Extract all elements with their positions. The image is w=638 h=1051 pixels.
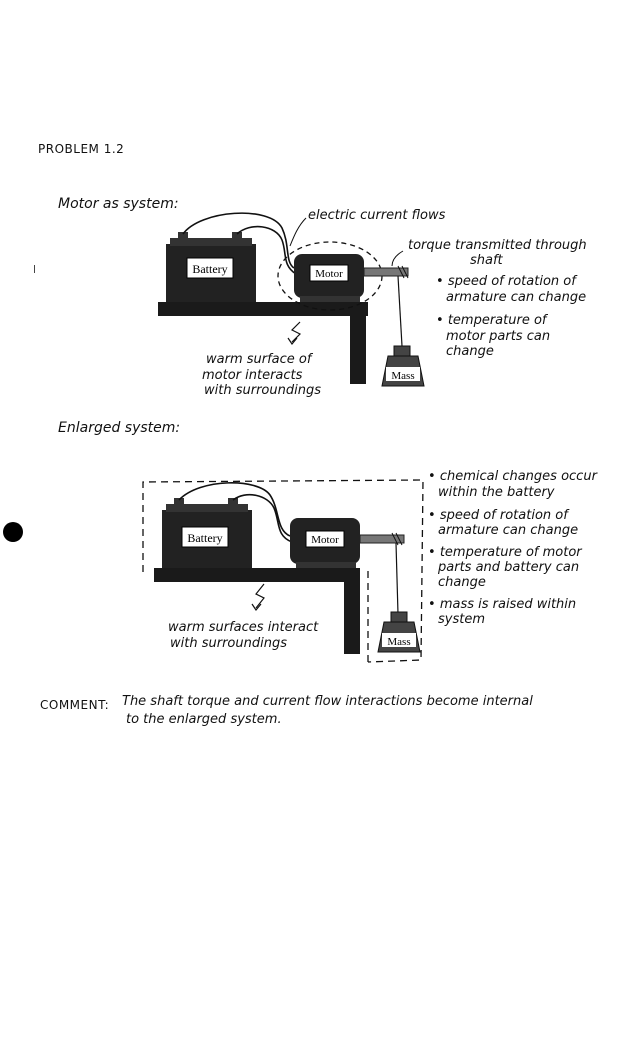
shaft-1: [363, 267, 409, 277]
table-2: [154, 568, 360, 654]
comment-text-line2: to the enlarged system.: [126, 712, 282, 727]
punch-hole-dot: [3, 522, 23, 542]
bullet-1-1-line2: armature can change: [446, 290, 587, 305]
mass-2: [377, 611, 421, 653]
heat-note-2-line2: with surroundings: [170, 636, 287, 651]
bullet-mark: •: [428, 469, 440, 484]
problem-title: PROBLEM 1.2: [38, 142, 125, 156]
comment-label: COMMENT:: [40, 698, 110, 712]
mass-label-1: Mass: [391, 370, 414, 382]
table-1: [158, 302, 368, 384]
current-leader-1: [289, 217, 307, 247]
bullet-mark: •: [428, 597, 440, 612]
bullet-mark: •: [436, 274, 448, 289]
rope-2: [395, 542, 399, 615]
heat-note-2-line1: warm surfaces interact: [168, 620, 319, 635]
mass-1: [381, 345, 425, 387]
bullet-2-1-line1: • chemical changes occur: [428, 469, 597, 484]
battery-2: [162, 498, 252, 568]
bullet-mark: •: [428, 545, 440, 560]
shaft-2: [359, 534, 405, 544]
bullet-mark: •: [428, 508, 440, 523]
bullet-2-3-line3: change: [438, 575, 486, 590]
motor-label-1: Motor: [315, 268, 343, 280]
battery-label-2: Battery: [187, 531, 222, 545]
bullet-1-2-line3: change: [446, 344, 494, 359]
bullet-1-1-line1: • speed of rotation of: [436, 274, 576, 289]
bullet-1-2-line1: • temperature of: [436, 313, 547, 328]
bullet-2-4-line2: system: [438, 612, 485, 627]
motor-1: [294, 254, 364, 302]
current-note: electric current flows: [308, 208, 446, 223]
battery-1: [166, 232, 256, 302]
bullet-2-1-line2: within the battery: [438, 485, 555, 500]
heat-arrow-2: [255, 583, 265, 609]
bullet-2-2-line2: armature can change: [438, 523, 579, 538]
bullet-1-2-line2: motor parts can: [446, 329, 551, 344]
heat-note-1-line3: with surroundings: [204, 383, 321, 398]
section1-heading: Motor as system:: [58, 196, 179, 212]
margin-tick: [34, 265, 35, 273]
torque-leader-1: [391, 250, 404, 267]
torque-note-line1: torque transmitted through: [408, 238, 587, 253]
heat-note-1-line1: warm surface of: [206, 352, 312, 367]
bullet-2-2-line1: • speed of rotation of: [428, 508, 568, 523]
mass-label-2: Mass: [387, 636, 410, 648]
system-boundary-2: [142, 479, 424, 663]
comment-text-line1: The shaft torque and current flow intera…: [122, 694, 533, 709]
bullet-2-3-line1: • temperature of motor: [428, 545, 582, 560]
motor-2: [290, 518, 360, 568]
battery-label-1: Battery: [192, 262, 227, 276]
wire-2b: [232, 493, 293, 543]
wire-2a: [178, 482, 291, 537]
wire-1a: [182, 212, 295, 269]
motor-label-2: Motor: [311, 534, 339, 546]
bullet-mark: •: [436, 313, 448, 328]
bullet-2-3-line2: parts and battery can: [438, 560, 580, 575]
rope-1: [397, 275, 403, 347]
wire-1b: [236, 225, 297, 275]
heat-arrow-1: [290, 321, 302, 343]
section2-heading: Enlarged system:: [58, 420, 181, 436]
heat-note-1-line2: motor interacts: [202, 368, 303, 383]
bullet-2-4-line1: • mass is raised within: [428, 597, 577, 612]
torque-note-line2: shaft: [470, 253, 503, 268]
